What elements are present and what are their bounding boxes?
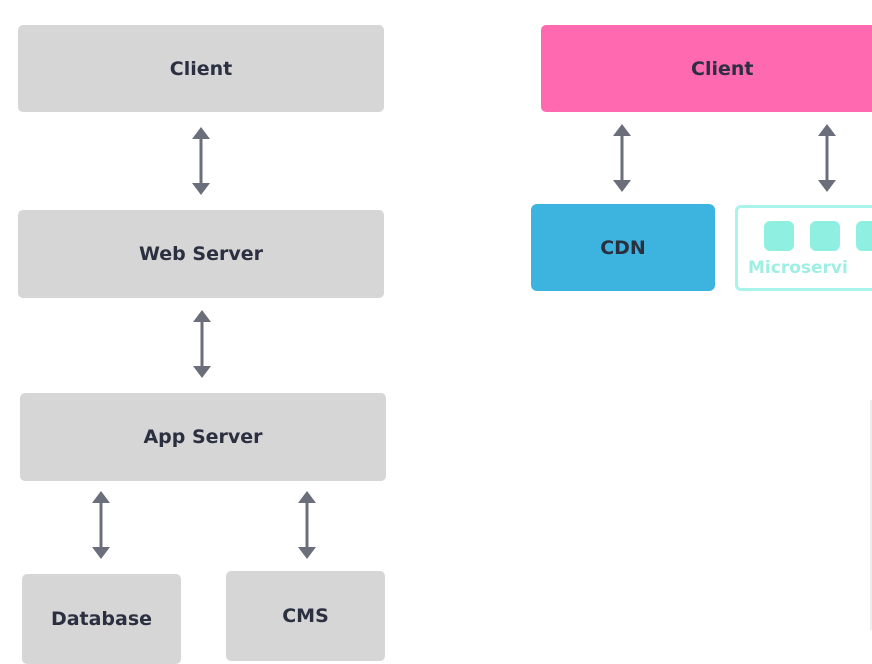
- microservice-square-1: [764, 221, 794, 251]
- cdn-label: CDN: [600, 236, 646, 259]
- client-pink-label: Client: [691, 57, 754, 80]
- cdn-node: CDN: [531, 204, 715, 291]
- database-label: Database: [50, 608, 153, 630]
- microservice-square-2: [810, 221, 840, 251]
- arrow-app-database: [89, 491, 113, 559]
- cms-label: CMS: [282, 605, 329, 627]
- app-server-label: App Server: [143, 426, 263, 448]
- client-label: Client: [169, 57, 233, 80]
- client-node-pink: Client: [541, 25, 872, 112]
- arrow-app-cms: [295, 491, 319, 559]
- app-server-node: App Server: [20, 393, 386, 481]
- database-node: Database: [22, 574, 181, 664]
- arrow-client-microservices: [815, 124, 839, 192]
- cms-node: CMS: [226, 571, 385, 661]
- client-node: Client: [18, 25, 384, 112]
- web-server-label: Web Server: [139, 243, 263, 265]
- microservices-label: Microservi: [748, 258, 848, 278]
- arrow-client-cdn: [610, 124, 634, 192]
- microservice-square-3: [856, 221, 872, 251]
- microservices-node: Microservi: [735, 205, 872, 291]
- edge-divider: [870, 400, 872, 630]
- web-server-node: Web Server: [18, 210, 384, 298]
- arrow-web-app: [190, 310, 214, 378]
- arrow-client-web: [189, 127, 213, 195]
